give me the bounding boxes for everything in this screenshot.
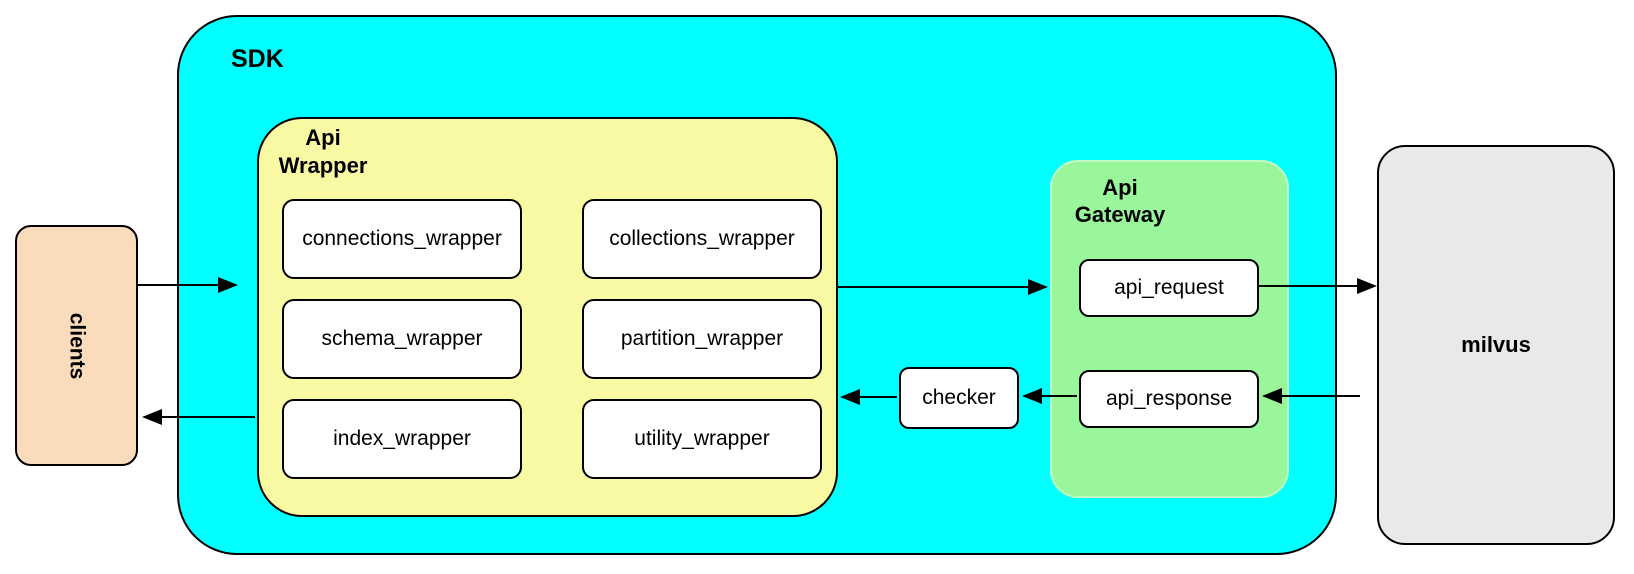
api-wrapper-title: Api Wrapper (267, 124, 379, 180)
clients-label: clients (65, 312, 89, 379)
api-gateway-container: Api Gateway api_request api_response (1050, 160, 1289, 498)
arrow-clients-to-sdk-head-icon (218, 277, 238, 293)
connections-wrapper-node: connections_wrapper (282, 199, 522, 279)
api-wrapper-title-line2: Wrapper (278, 153, 368, 178)
milvus-label: milvus (1461, 332, 1531, 357)
arrow-sdk-to-clients-head-icon (142, 409, 162, 425)
schema-wrapper-node: schema_wrapper (282, 299, 522, 379)
arrow-request-to-milvus-line (1257, 285, 1357, 287)
api-response-node: api_response (1079, 370, 1259, 428)
arrow-checker-to-wrapper-head-icon (840, 389, 860, 405)
arrow-request-to-milvus-head-icon (1357, 278, 1377, 294)
api-wrapper-title-line1: Api (305, 125, 341, 150)
arrow-milvus-to-response-head-icon (1262, 388, 1282, 404)
arrow-response-to-checker-head-icon (1022, 388, 1042, 404)
sdk-container: SDK Api Wrapper connections_wrapper coll… (177, 15, 1337, 555)
api-gateway-title: Api Gateway (1070, 174, 1170, 228)
partition-wrapper-node: partition_wrapper (582, 299, 822, 379)
utility-wrapper-node: utility_wrapper (582, 399, 822, 479)
arrow-milvus-to-response-line (1282, 395, 1360, 397)
checker-node: checker (899, 367, 1019, 429)
arrow-clients-to-sdk-line (138, 284, 218, 286)
arrow-sdk-to-clients-line (162, 416, 255, 418)
arrow-response-to-checker-line (1042, 395, 1077, 397)
collections-wrapper-node: collections_wrapper (582, 199, 822, 279)
sdk-label: SDK (231, 45, 284, 73)
arrow-wrapper-to-gateway-line (836, 286, 1028, 288)
index-wrapper-node: index_wrapper (282, 399, 522, 479)
milvus-node: milvus (1377, 145, 1615, 545)
api-gateway-title-line2: Gateway (1074, 202, 1166, 227)
clients-node: clients (15, 225, 138, 466)
api-gateway-title-line1: Api (1102, 175, 1138, 200)
api-request-node: api_request (1079, 259, 1259, 317)
arrow-wrapper-to-gateway-head-icon (1028, 279, 1048, 295)
arrow-checker-to-wrapper-line (860, 396, 897, 398)
api-wrapper-container: Api Wrapper connections_wrapper collecti… (257, 117, 838, 517)
